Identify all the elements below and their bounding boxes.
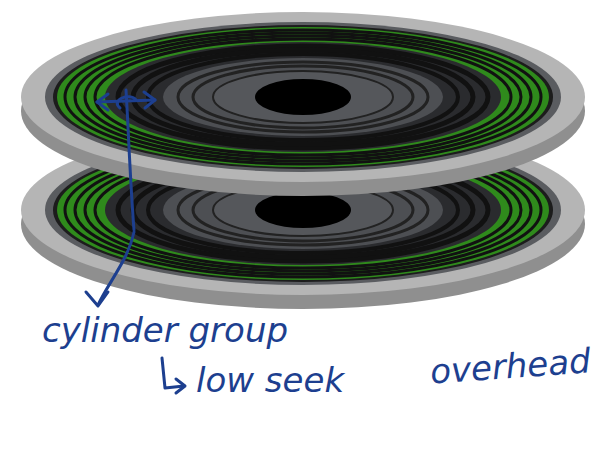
upper-platter bbox=[21, 12, 585, 196]
handwritten-label: low seek bbox=[196, 362, 344, 399]
handwritten-label: overhead bbox=[429, 342, 592, 391]
handwritten-label: cylinder group bbox=[42, 312, 288, 349]
